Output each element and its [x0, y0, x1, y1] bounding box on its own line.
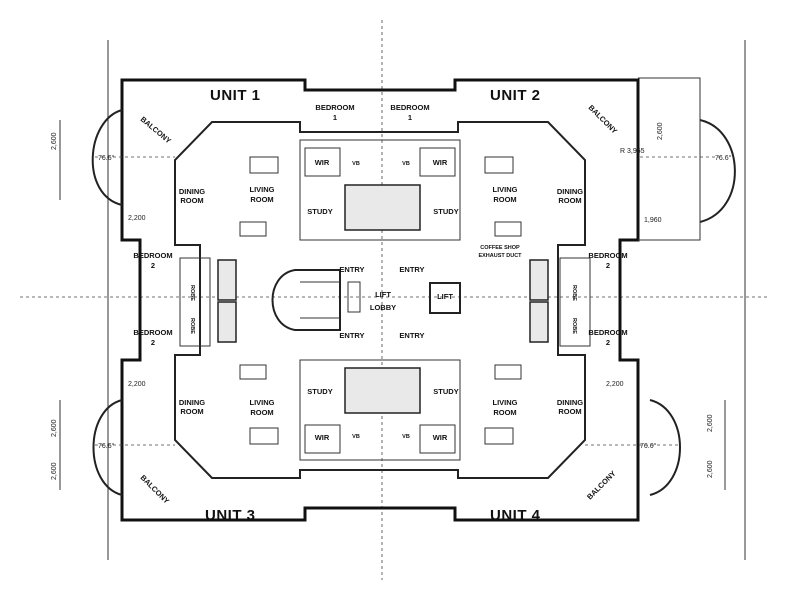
angle-label: 76.6° [715, 154, 732, 162]
wir-label: WIR [433, 158, 448, 167]
dimension-label: 2,600 [51, 132, 58, 150]
bathroom-block-lower [344, 367, 421, 414]
balcony-label: BALCONY [139, 115, 173, 146]
balcony-unit-1 [91, 109, 123, 206]
svg-text:1: 1 [333, 113, 337, 122]
robe-label: ROBE [189, 285, 195, 301]
angle-label: 76.6° [640, 442, 657, 450]
bedroom-2-label: BEDROOM [588, 328, 627, 337]
core-lower [299, 359, 461, 461]
study-label: STUDY [433, 387, 458, 396]
svg-text:2: 2 [151, 261, 155, 270]
unit-3-label: UNIT 3 [205, 507, 256, 524]
svg-text:ROOM: ROOM [250, 408, 273, 417]
vb-label: VB [402, 161, 410, 167]
stair-well [271, 269, 341, 331]
svg-text:ROOM: ROOM [493, 408, 516, 417]
bathroom-block-upper [344, 184, 421, 231]
bedroom-1-label: BEDROOM [390, 103, 429, 112]
entry-label: ENTRY [339, 265, 364, 274]
entry-label: ENTRY [399, 331, 424, 340]
dimension-label: 2,600 [707, 414, 714, 432]
lift-lobby-label: LIFT [375, 290, 391, 299]
wir-label: WIR [315, 158, 330, 167]
bedroom-2-label: BEDROOM [588, 251, 627, 260]
lift-shaft [429, 282, 461, 314]
robe-label: ROBE [571, 318, 577, 334]
living-room-label: LIVING [249, 398, 274, 407]
service-right-top [529, 259, 549, 301]
service-left-bottom [217, 301, 237, 343]
table [249, 427, 279, 445]
svg-text:ROOM: ROOM [180, 407, 203, 416]
dimension-label: 2,600 [51, 419, 58, 437]
dimension-label: 2,200 [128, 215, 146, 222]
vb-label: VB [352, 161, 360, 167]
balcony-label: BALCONY [587, 103, 620, 136]
balcony-unit-2 [699, 119, 736, 223]
exhaust-duct-label: EXHAUST DUCT [478, 253, 522, 259]
vb-label: VB [402, 434, 410, 440]
vb-label: VB [352, 434, 360, 440]
angle-label: 76.6° [98, 442, 115, 450]
svg-text:ROOM: ROOM [250, 195, 273, 204]
service-right-bottom [529, 301, 549, 343]
svg-text:2: 2 [606, 338, 610, 347]
building-outline [120, 78, 640, 522]
svg-text:ROOM: ROOM [558, 407, 581, 416]
svg-text:2: 2 [606, 261, 610, 270]
unit-4-label: UNIT 4 [490, 507, 541, 524]
bedroom-2-label: BEDROOM [133, 328, 172, 337]
dimension-label: 2,600 [657, 122, 664, 140]
dining-room-label: DINING [179, 398, 205, 407]
bedroom-1-label: BEDROOM [315, 103, 354, 112]
wir-label: WIR [315, 433, 330, 442]
unit-2-terrace [638, 77, 701, 241]
svg-text:ROOM: ROOM [180, 196, 203, 205]
robe-label: ROBE [571, 285, 577, 301]
wir-label: WIR [433, 433, 448, 442]
dimension-label: 1,960 [644, 217, 662, 224]
dimension-label: 2,600 [51, 462, 58, 480]
study-label: STUDY [307, 387, 332, 396]
table [249, 156, 279, 174]
balcony-label: BALCONY [139, 473, 172, 506]
dining-room-label: DINING [179, 187, 205, 196]
svg-text:ROOM: ROOM [493, 195, 516, 204]
study-label: STUDY [433, 207, 458, 216]
coffee-shop-label: COFFEE SHOP [480, 245, 520, 251]
unit-1-label: UNIT 1 [210, 87, 261, 104]
balcony-unit-4 [649, 399, 681, 496]
radius-label: R 3,955 [620, 148, 645, 155]
living-room-label: LIVING [249, 185, 274, 194]
dimension-label: 2,600 [707, 460, 714, 478]
dining-room-label: DINING [557, 187, 583, 196]
bedroom-2-label: BEDROOM [133, 251, 172, 260]
svg-text:1: 1 [408, 113, 412, 122]
dimension-label: 2,200 [606, 381, 624, 388]
svg-text:ROOM: ROOM [558, 196, 581, 205]
lift-label: LIFT [437, 292, 453, 301]
core-upper [299, 139, 461, 241]
svg-text:2: 2 [151, 338, 155, 347]
svg-text:LOBBY: LOBBY [370, 303, 396, 312]
dimension-label: 2,200 [128, 381, 146, 388]
study-label: STUDY [307, 207, 332, 216]
inner-wall-outline [174, 121, 586, 479]
angle-label: 76.6° [98, 154, 115, 162]
entry-label: ENTRY [399, 265, 424, 274]
living-room-label: LIVING [492, 185, 517, 194]
service-left-top [217, 259, 237, 301]
unit-2-label: UNIT 2 [490, 87, 541, 104]
robe-label: ROBE [189, 318, 195, 334]
table [484, 427, 514, 445]
table [484, 156, 514, 174]
balcony-unit-3 [92, 399, 123, 496]
entry-label: ENTRY [339, 331, 364, 340]
balcony-label: BALCONY [585, 469, 618, 502]
dining-room-label: DINING [557, 398, 583, 407]
living-room-label: LIVING [492, 398, 517, 407]
